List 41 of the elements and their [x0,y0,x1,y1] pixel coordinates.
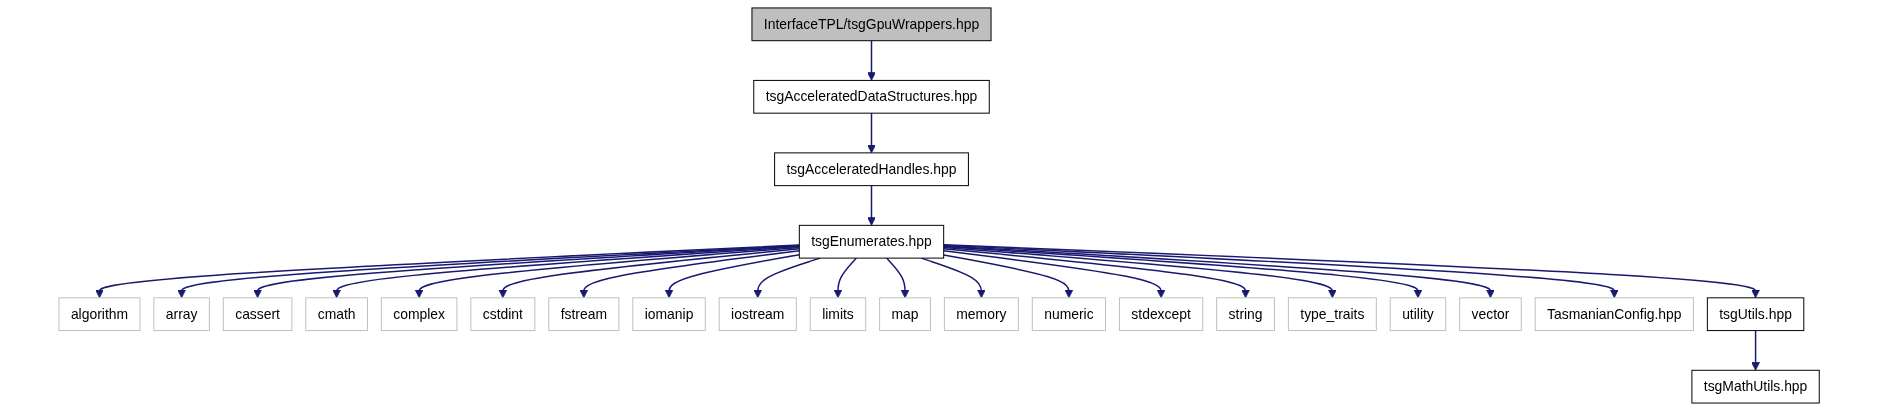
arrow [415,246,801,299]
arrow [943,246,1338,299]
node-box: limits [810,297,867,332]
arrow [886,257,910,299]
node-box: vector [1459,297,1523,332]
node-box: string [1216,297,1276,332]
node-box: stdexcept [1119,297,1204,332]
node-box: cstdint [470,297,536,332]
node-box: complex [381,297,458,332]
node-box: iomanip [632,297,707,332]
arrow [943,254,1074,299]
arrow [867,184,877,226]
node-box: array [153,297,211,332]
arrow [943,247,1251,299]
node-box: cassert [223,297,293,332]
node-box: tsgAcceleratedDataStructures.hpp [753,79,991,114]
node-box: numeric [1032,297,1107,332]
node-box: fstream [548,297,620,332]
arrow [1751,329,1761,371]
node-box: algorithm [58,297,141,332]
node-box: iostream [719,297,798,332]
arrow [498,248,801,299]
node-box: tsgAcceleratedHandles.hpp [774,152,970,187]
node-box: cmath [305,297,369,332]
arrow [579,250,801,299]
arrow [943,243,1761,299]
node-box: InterfaceTPL/tsgGpuWrappers.hpp [751,7,992,42]
arrow [834,257,858,299]
arrow [943,244,1620,299]
node-box: map [879,297,932,332]
arrow [867,112,877,154]
node-box: utility [1390,297,1447,332]
node-box: memory [944,297,1020,332]
arrow [943,250,1166,299]
node-box: TasmanianConfig.hpp [1535,297,1695,332]
node-box: tsgEnumerates.hpp [799,224,945,259]
arrow [867,39,877,81]
node-box: tsgUtils.hpp [1707,297,1805,332]
node-box: tsgMathUtils.hpp [1691,369,1821,404]
node-box: type_traits [1288,297,1378,332]
arrow [665,253,801,299]
